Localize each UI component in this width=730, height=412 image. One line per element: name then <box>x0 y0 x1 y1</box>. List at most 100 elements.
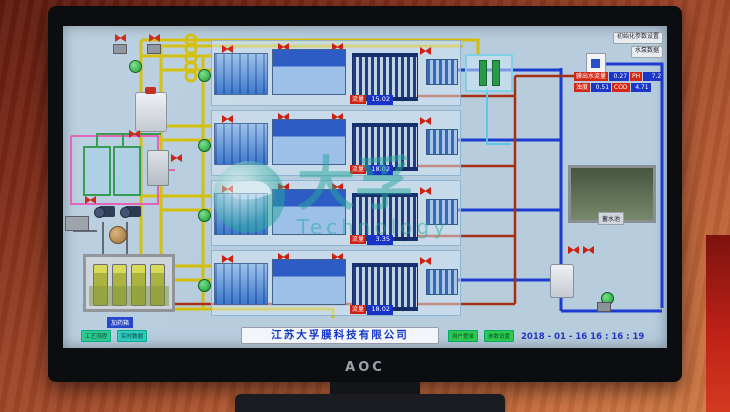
valve-icon <box>420 257 431 265</box>
valve-icon <box>222 185 233 193</box>
valve-icon <box>115 34 126 42</box>
user-login-button[interactable]: 用户登录 <box>448 330 479 342</box>
measurement-panel: 膜出水流量 0.27 PH 7.2 浊度 0.51 COD 4.71 <box>574 72 664 94</box>
valve-icon <box>278 253 289 261</box>
feed-tank <box>214 193 268 235</box>
outlet-box <box>426 199 458 225</box>
dosing-pump-icon <box>120 206 141 218</box>
process-view-button[interactable]: 工艺流程 <box>81 330 112 342</box>
backwash-vessel <box>550 264 574 298</box>
chemical-barrel <box>150 264 165 306</box>
flow-unit: m³/h <box>395 306 408 313</box>
skid-bar <box>478 60 487 86</box>
flow-unit: m³/h <box>395 166 408 173</box>
feed-pump <box>65 216 89 231</box>
process-train: 流量 18.02 m³/h <box>198 110 461 176</box>
skid-bar <box>491 60 500 86</box>
monitor-stand-neck <box>330 382 420 396</box>
measure-value: 0.27 <box>609 72 630 82</box>
aux-skid <box>465 54 513 92</box>
valve-icon <box>222 115 233 123</box>
motor-icon <box>597 302 611 312</box>
pump-icon <box>198 279 211 292</box>
outlet-box <box>426 129 458 155</box>
realtime-data-button[interactable]: 实时数据 <box>117 330 148 342</box>
flow-label: 流量 <box>350 305 367 315</box>
pump-icon <box>129 60 142 73</box>
flow-value: 3.35 <box>367 235 394 245</box>
valve-icon <box>278 43 289 51</box>
param-settings-button[interactable]: 参数设置 <box>484 330 515 342</box>
datetime-display: 2018 - 01 - 16 16 : 16 : 19 <box>521 332 645 342</box>
process-train: 流量 15.02 m³/h <box>198 40 461 106</box>
monitor-bezel: 加药箱 流量 15.02 m³/h <box>48 6 682 382</box>
chemical-barrel <box>131 264 146 306</box>
chemical-barrel <box>93 264 108 306</box>
flow-readout: 流量 15.02 m³/h <box>350 95 408 105</box>
monitor-stand-base <box>235 394 505 412</box>
flow-readout: 流量 3.35 m³/h <box>350 235 408 245</box>
motor-icon <box>113 44 127 54</box>
measure-value: 0.51 <box>591 83 612 93</box>
process-train: 流量 18.02 m³/h <box>198 250 461 316</box>
membrane-module <box>352 193 418 241</box>
hmi-screen: 加药箱 流量 15.02 m³/h <box>63 26 667 348</box>
measure-label: 浊度 <box>574 83 591 93</box>
feed-tank <box>214 53 268 95</box>
mixer-icon <box>109 226 127 244</box>
valve-icon <box>332 43 343 51</box>
membrane-module <box>352 123 418 171</box>
flow-unit: m³/h <box>395 236 408 243</box>
motor-icon <box>147 44 161 54</box>
valve-icon <box>583 246 594 254</box>
measure-value: 7.2 <box>643 72 664 82</box>
feed-tank <box>214 263 268 305</box>
company-title: 江苏大孚膜科技有限公司 <box>241 327 439 344</box>
small-vessel <box>147 150 169 186</box>
process-tank <box>272 49 346 95</box>
flow-readout: 流量 18.02 m³/h <box>350 165 408 175</box>
green-tank <box>83 146 111 196</box>
measure-label: PH <box>630 72 643 82</box>
process-tank <box>272 119 346 165</box>
panel-row: 浊度 0.51 COD 4.71 <box>574 83 664 93</box>
valve-icon <box>149 34 160 42</box>
valve-icon <box>171 154 182 162</box>
measure-value: 4.71 <box>630 83 651 93</box>
flow-value: 18.02 <box>367 165 394 175</box>
pump-icon <box>198 139 211 152</box>
valve-icon <box>568 246 579 254</box>
process-tank <box>272 189 346 235</box>
green-tank <box>113 146 141 196</box>
flow-value: 15.02 <box>367 95 394 105</box>
valve-icon <box>420 117 431 125</box>
chemical-barrel <box>112 264 127 306</box>
panel-row: 膜出水流量 0.27 PH 7.2 <box>574 72 664 82</box>
flow-label: 流量 <box>350 235 367 245</box>
pump-icon <box>198 69 211 82</box>
dosing-tank <box>83 254 175 312</box>
valve-icon <box>332 113 343 121</box>
process-tank <box>272 259 346 305</box>
valve-icon <box>420 187 431 195</box>
measure-label: COD <box>612 83 630 93</box>
chemical-mixer-tank <box>135 87 167 132</box>
valve-icon <box>420 47 431 55</box>
valve-icon <box>129 130 140 138</box>
outlet-box <box>426 269 458 295</box>
flow-label: 流量 <box>350 165 367 175</box>
pump-data-button[interactable]: 水泵数据 <box>630 46 663 58</box>
measure-label: 膜出水流量 <box>574 72 609 82</box>
monitor-brand-logo: AOC <box>345 360 385 375</box>
valve-icon <box>332 253 343 261</box>
pond-label-button[interactable]: 蓄水池 <box>598 212 625 225</box>
init-params-button[interactable]: 初始化参数设置 <box>612 32 663 44</box>
process-train: 流量 3.35 m³/h <box>198 180 461 246</box>
pump-icon <box>198 209 211 222</box>
flow-value: 18.02 <box>367 305 394 315</box>
flow-unit: m³/h <box>395 96 408 103</box>
outlet-box <box>426 59 458 85</box>
valve-icon <box>222 45 233 53</box>
valve-icon <box>278 113 289 121</box>
